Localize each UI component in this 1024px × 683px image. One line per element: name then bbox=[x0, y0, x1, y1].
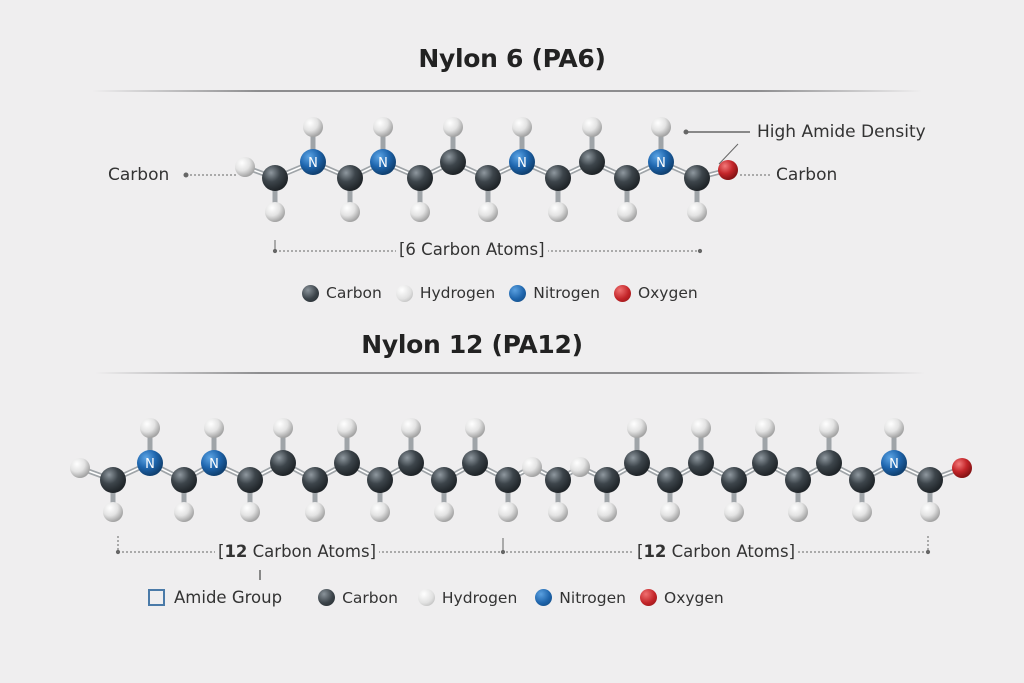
legend-nitrogen: Nitrogen bbox=[535, 589, 626, 607]
nitrogen-atom-icon bbox=[509, 284, 527, 302]
nylon6-divider bbox=[92, 90, 922, 92]
nylon12-oxygen bbox=[952, 458, 972, 478]
nylon12-divider bbox=[95, 372, 925, 374]
legend-hydrogen: Hydrogen bbox=[395, 284, 495, 302]
svg-text:N: N bbox=[517, 156, 527, 171]
high-amide-density-annotation: High Amide Density bbox=[757, 122, 926, 142]
nylon12-span-label-right: [12 Carbon Atoms] bbox=[634, 542, 799, 561]
svg-text:N: N bbox=[209, 457, 219, 472]
amide-group-box-icon bbox=[148, 589, 165, 606]
nylon12-span-label-left: [12 Carbon Atoms] bbox=[215, 542, 380, 561]
nylon12-legend: Amide Group Carbon Hydrogen Nitrogen Oxy… bbox=[148, 588, 738, 607]
carbon-atom-icon bbox=[302, 284, 319, 302]
oxygen-atom-icon bbox=[613, 284, 631, 302]
svg-text:N: N bbox=[889, 457, 899, 472]
legend-carbon: Carbon bbox=[302, 284, 382, 302]
nylon6-right-end-label: Carbon bbox=[776, 165, 838, 185]
hydrogen-atom-icon bbox=[417, 589, 435, 606]
nylon6-hydrogens bbox=[235, 117, 707, 222]
legend-oxygen: Oxygen bbox=[640, 589, 724, 607]
nylon6-carbons bbox=[262, 149, 710, 191]
nylon12-carbons bbox=[100, 450, 943, 493]
nylon6-left-end-label: Carbon bbox=[108, 165, 170, 185]
legend-oxygen: Oxygen bbox=[613, 284, 698, 302]
nylon12-title: Nylon 12 (PA12) bbox=[361, 330, 583, 359]
nylon6-legend: Carbon Hydrogen Nitrogen Oxygen bbox=[302, 284, 712, 302]
svg-text:N: N bbox=[308, 156, 318, 171]
legend-nitrogen: Nitrogen bbox=[509, 284, 600, 302]
nylon6-span-label: [6 Carbon Atoms] bbox=[396, 240, 548, 259]
nylon6-title: Nylon 6 (PA6) bbox=[418, 44, 606, 73]
oxygen-atom-icon bbox=[640, 589, 657, 606]
legend-carbon: Carbon bbox=[318, 589, 398, 607]
nylon6-oxygen bbox=[718, 160, 738, 180]
svg-text:N: N bbox=[378, 156, 388, 171]
nitrogen-atom-icon bbox=[535, 589, 553, 606]
svg-text:N: N bbox=[145, 457, 155, 472]
hydrogen-atom-icon bbox=[395, 284, 413, 302]
nylon12-nitrogens bbox=[137, 450, 907, 476]
svg-text:N: N bbox=[656, 156, 666, 171]
legend-hydrogen: Hydrogen bbox=[417, 589, 517, 607]
nylon6-nitrogens bbox=[300, 149, 674, 175]
nylon12-hydrogens bbox=[70, 418, 940, 522]
legend-amide-group: Amide Group bbox=[148, 588, 282, 607]
carbon-atom-icon bbox=[318, 589, 336, 606]
